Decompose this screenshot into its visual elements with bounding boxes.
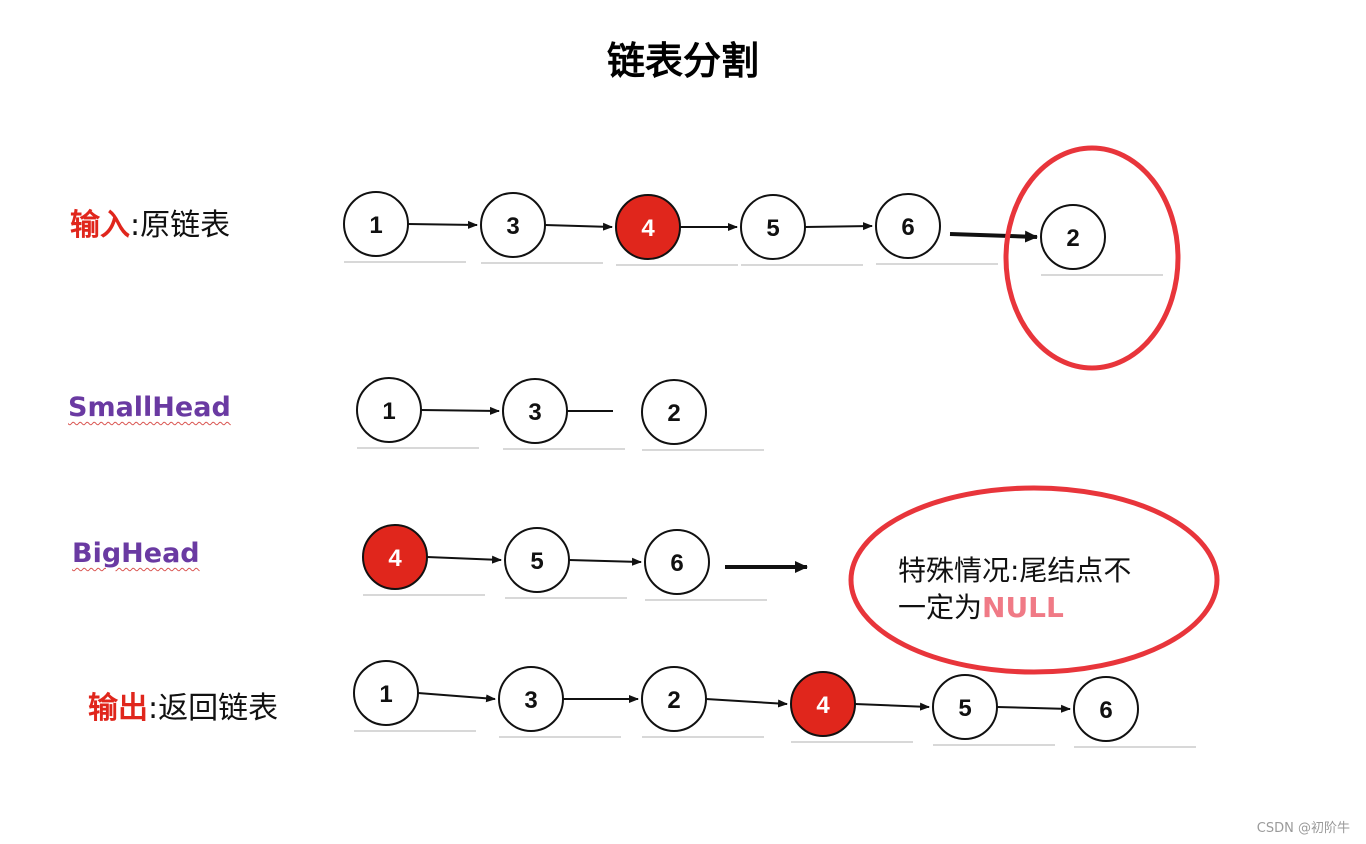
output-node-1: 1 — [353, 660, 419, 726]
small-node-circle — [502, 378, 568, 444]
output-node-circle — [498, 666, 564, 732]
input-node-3: 3 — [480, 192, 546, 258]
small-link-1 — [420, 406, 500, 415]
small-node-label: 3 — [528, 399, 541, 426]
output-label-bold: 输出 — [88, 691, 148, 726]
output-node-3: 3 — [498, 666, 564, 732]
note-line-2-prefix: 一定为 — [898, 591, 983, 624]
small-node-1: 1 — [356, 377, 422, 443]
big-node-circle — [362, 524, 428, 590]
input-link-2 — [544, 222, 613, 231]
small-node-2: 2 — [641, 379, 707, 445]
small-node-circle — [641, 379, 707, 445]
input-node-5: 5 — [740, 194, 806, 260]
output-node-circle — [932, 674, 998, 740]
input-row-label: 输入:原链表 — [70, 200, 230, 244]
note-null-text: NULL — [982, 591, 1064, 624]
output-node-circle — [1073, 676, 1139, 742]
input-node-label: 2 — [1066, 225, 1079, 252]
input-node-label: 3 — [506, 213, 519, 240]
output-link-1 — [417, 692, 496, 703]
big-link-2 — [568, 557, 642, 566]
output-node-2: 2 — [641, 666, 707, 732]
bighead-label: BigHead — [72, 538, 200, 569]
callouts-layer — [848, 145, 1220, 675]
node-shadows-layer — [344, 261, 1196, 748]
output-link-3 — [705, 698, 788, 708]
special-case-note-circle — [848, 485, 1220, 675]
input-node-2: 2 — [1040, 204, 1106, 270]
input-node-4: 4 — [615, 194, 681, 260]
input-link-5 — [949, 230, 1038, 243]
input-node-circle — [480, 192, 546, 258]
output-node-6: 6 — [1073, 676, 1139, 742]
tail-node-highlight-circle — [1003, 145, 1181, 371]
input-label-bold: 输入 — [70, 208, 130, 243]
big-node-circle — [504, 527, 570, 593]
page-title: 链表分割 — [606, 39, 759, 83]
output-node-label: 1 — [379, 681, 392, 708]
input-node-circle — [740, 194, 806, 260]
input-node-label: 1 — [369, 212, 382, 239]
output-node-label: 3 — [524, 687, 537, 714]
output-node-label: 6 — [1099, 697, 1112, 724]
output-node-circle — [790, 671, 856, 737]
links-layer — [407, 220, 1071, 713]
input-node-label: 4 — [641, 215, 655, 242]
big-node-6: 6 — [644, 529, 710, 595]
output-node-5: 5 — [932, 674, 998, 740]
small-node-label: 1 — [382, 398, 395, 425]
input-link-4 — [804, 222, 873, 231]
input-node-label: 6 — [901, 214, 914, 241]
note-line-2: 一定为NULL — [898, 589, 1131, 626]
input-node-circle — [343, 191, 409, 257]
output-label-rest: :返回链表 — [148, 691, 279, 726]
big-node-5: 5 — [504, 527, 570, 593]
nodes-layer: 1 3 4 5 6 2 1 3 2 4 5 6 1 3 2 4 5 6 — [343, 191, 1139, 742]
output-node-label: 5 — [958, 695, 971, 722]
output-link-5 — [996, 704, 1071, 713]
big-node-4: 4 — [362, 524, 428, 590]
small-node-label: 2 — [667, 400, 680, 427]
input-node-circle — [615, 194, 681, 260]
note-line-1: 特殊情况:尾结点不 — [898, 554, 1132, 587]
input-node-label: 5 — [766, 215, 779, 242]
watermark: CSDN @初阶牛 — [1256, 821, 1350, 836]
big-node-circle — [644, 529, 710, 595]
big-node-label: 5 — [530, 548, 543, 575]
input-link-1 — [407, 220, 478, 229]
smallhead-label: SmallHead — [68, 392, 231, 423]
output-row-label: 输出:返回链表 — [88, 683, 278, 727]
big-node-label: 6 — [670, 550, 683, 577]
big-link-1 — [426, 555, 502, 564]
output-link-4 — [854, 702, 930, 711]
small-node-3: 3 — [502, 378, 568, 444]
small-node-circle — [356, 377, 422, 443]
output-node-4: 4 — [790, 671, 856, 737]
input-node-circle — [875, 193, 941, 259]
input-node-1: 1 — [343, 191, 409, 257]
input-node-6: 6 — [875, 193, 941, 259]
output-node-circle — [353, 660, 419, 726]
output-node-label: 4 — [816, 692, 830, 719]
input-node-circle — [1040, 204, 1106, 270]
output-node-label: 2 — [667, 687, 680, 714]
input-label-rest: :原链表 — [130, 208, 231, 243]
output-node-circle — [641, 666, 707, 732]
big-node-label: 4 — [388, 545, 402, 572]
special-case-note: 特殊情况:尾结点不 一定为NULL — [898, 552, 1131, 626]
